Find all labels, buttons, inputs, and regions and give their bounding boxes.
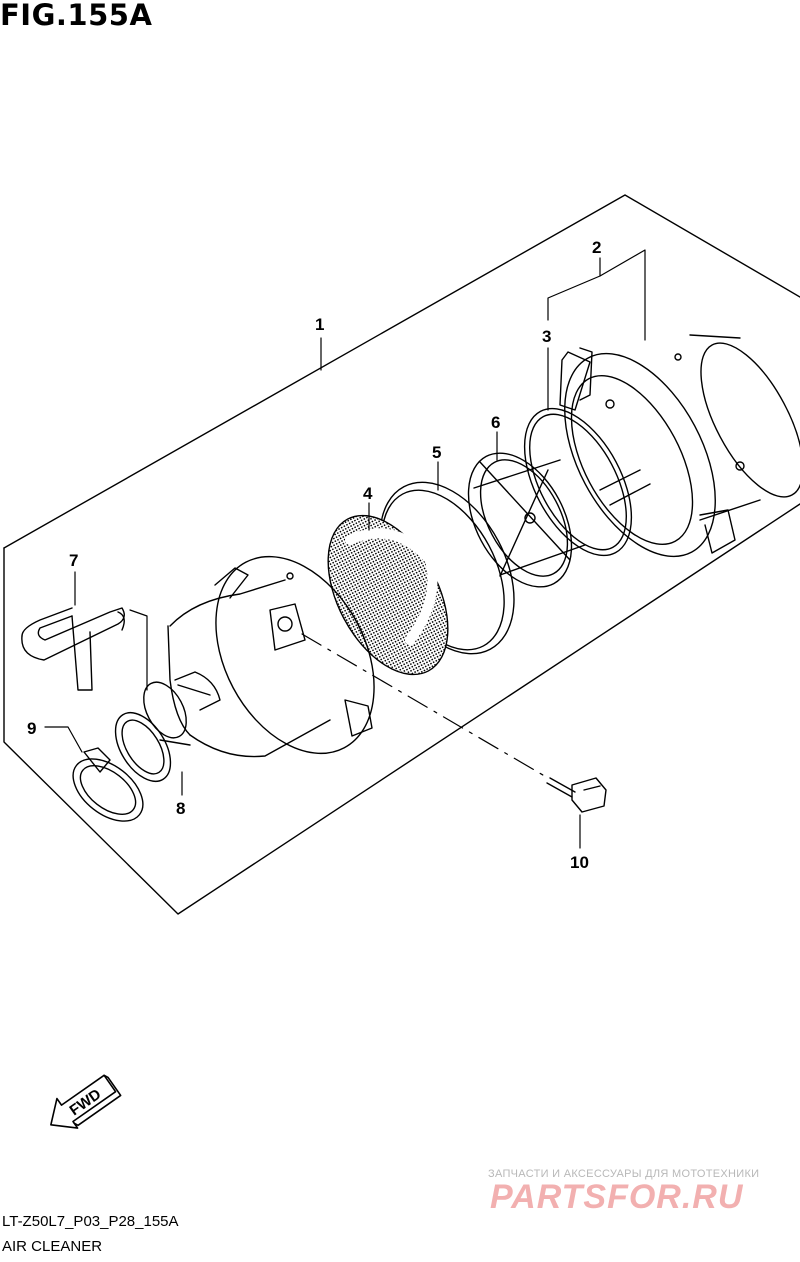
- part-bolt: [546, 777, 607, 813]
- figure-code: LT-Z50L7_P03_P28_155A: [2, 1213, 179, 1230]
- callout-3: 3: [542, 327, 551, 346]
- callout-2: 2: [592, 238, 601, 257]
- part-hose-clamp: [72, 747, 144, 822]
- callout-7: 7: [69, 551, 78, 570]
- callout-9: 9: [27, 719, 36, 738]
- figure-name: AIR CLEANER: [2, 1238, 103, 1255]
- callout-5: 5: [432, 443, 441, 462]
- part-breather-tube: [21, 607, 125, 691]
- figure-title: FIG.155A: [0, 0, 153, 32]
- fwd-arrow-icon: FWD: [50, 1074, 122, 1129]
- part-screen: [327, 514, 449, 676]
- leader-lines: [44, 249, 646, 849]
- watermark-tagline: ЗАПЧАСТИ И АКСЕССУАРЫ ДЛЯ МОТОТЕХНИКИ: [488, 1168, 760, 1180]
- callout-4: 4: [363, 484, 373, 503]
- part-seal-ring: [523, 407, 633, 557]
- callout-1: 1: [315, 315, 324, 334]
- part-case: [559, 334, 800, 558]
- assembly-outline: [3, 194, 800, 915]
- part-joint-seal: [114, 712, 172, 782]
- part-element-cage: [467, 452, 586, 588]
- callout-8: 8: [176, 799, 185, 818]
- watermark-brand: PARTSFOR.RU: [490, 1178, 744, 1216]
- callout-10: 10: [570, 853, 589, 872]
- callout-labels: 1 2 3 4 5 6 7 8 9 10: [27, 238, 601, 872]
- callout-6: 6: [491, 413, 500, 432]
